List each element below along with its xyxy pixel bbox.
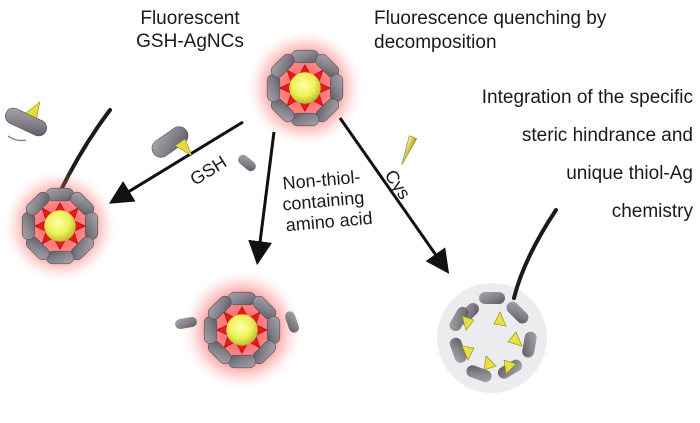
- amino-acid-molecule-icon: [284, 311, 300, 333]
- amino-acid-molecule-icon: [238, 154, 256, 172]
- integration-label: Integration of the specific steric hindr…: [482, 87, 694, 222]
- top-nanocluster: [245, 28, 365, 148]
- ligand-fragment: [449, 306, 469, 332]
- nanocluster-icon: [22, 188, 98, 264]
- cys-molecule-icon: [503, 359, 517, 375]
- cys-arrow-label: Cys: [381, 166, 415, 203]
- cys-decomposed-cluster: [437, 208, 558, 393]
- gsh-molecule-icon: [151, 126, 193, 158]
- quenching-label-line2: decomposition: [374, 32, 497, 53]
- quenching-label: Fluorescence quenching by decomposition: [374, 8, 607, 53]
- cys-molecule-icon: [401, 135, 418, 166]
- cys-molecule-icon: [483, 355, 497, 371]
- non-thiol-arrow-label: Non-thiol- containing amino acid: [282, 167, 374, 236]
- integration-label-line4: chemistry: [612, 201, 694, 222]
- gsh-arrow-label: GSH: [187, 152, 231, 190]
- cys-molecule-icon: [461, 315, 475, 331]
- nanocluster-icon: [267, 50, 343, 126]
- cys-molecule-icon: [493, 311, 507, 327]
- gsh-molecule-icon: [5, 101, 47, 137]
- non-thiol-cluster: [175, 268, 304, 392]
- ligand-fragment: [449, 337, 467, 363]
- quenching-label-line1: Fluorescence quenching by: [374, 8, 607, 29]
- integration-label-line2: steric hindrance and: [522, 125, 693, 146]
- fluorescent-label-line1: Fluorescent: [140, 8, 240, 29]
- ligand-fragment: [522, 331, 537, 358]
- nanocluster-icon: [204, 292, 280, 368]
- non-thiol-arrow: [248, 131, 276, 266]
- integration-label-line1: Integration of the specific: [482, 87, 693, 108]
- cys-molecule-icon: [461, 345, 475, 361]
- gsh-bound-cluster: [2, 101, 118, 284]
- ligand-fragment: [466, 365, 492, 383]
- cys-molecule-icon: [507, 331, 523, 347]
- ligand-fragment: [506, 301, 529, 324]
- cys-arrow: [338, 117, 450, 274]
- amino-acid-molecule-icon: [175, 316, 197, 330]
- integration-label-line3: unique thiol-Ag: [566, 163, 693, 184]
- gsh-arrow: [108, 120, 244, 204]
- fluorescent-label-line2: GSH-AgNCs: [136, 31, 244, 52]
- ligand-fragment: [479, 292, 505, 304]
- fluorescent-gsh-agncs-label: Fluorescent GSH-AgNCs: [136, 8, 244, 52]
